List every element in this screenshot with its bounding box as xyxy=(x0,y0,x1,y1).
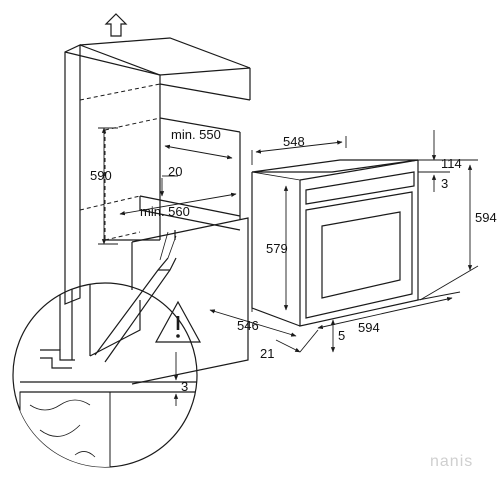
detail-gap-label: 3 xyxy=(181,379,188,394)
cabinet-depth-label: min. 550 xyxy=(171,127,221,142)
oven-inner-height-label: 579 xyxy=(266,241,288,256)
gap-label: 20 xyxy=(168,164,182,179)
oven-height-label: 594 xyxy=(475,210,497,225)
oven-top-depth-label: 114 xyxy=(441,156,462,171)
watermark-text: nanis xyxy=(430,453,473,470)
warning-icon xyxy=(154,300,202,343)
oven-door-depth-label: 21 xyxy=(260,346,274,361)
cabinet-dimensions: 590 min. 550 20 min. 560 xyxy=(90,127,237,245)
oven-width-label: 594 xyxy=(358,320,380,335)
oven-side-label: 546 xyxy=(237,318,259,333)
oven-depth-label: 548 xyxy=(283,134,305,149)
up-arrow-icon xyxy=(104,13,128,37)
detail-view: 3 xyxy=(12,231,202,468)
cabinet-width-label: min. 560 xyxy=(140,204,190,219)
oven-top-small-label: 3 xyxy=(441,176,448,191)
oven-front-gap-label: 5 xyxy=(338,328,345,343)
oven-dimensions: 548 114 3 594 579 546 594 5 21 xyxy=(209,130,497,361)
cabinet-height-label: 590 xyxy=(90,168,112,183)
